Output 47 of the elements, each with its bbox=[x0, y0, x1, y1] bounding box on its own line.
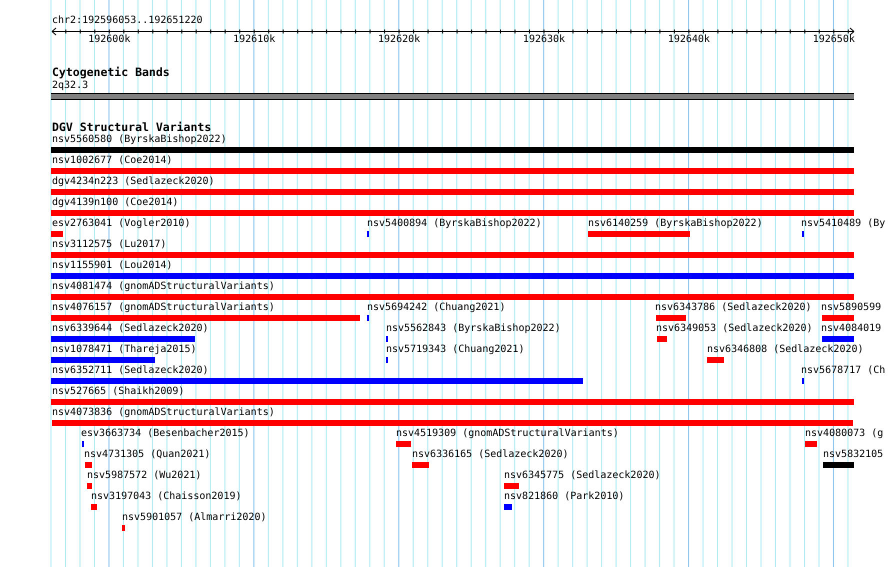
variant-label: nsv4080073 (g bbox=[805, 428, 884, 440]
variant-label: nsv4073836 (gnomADStructuralVariants) bbox=[52, 407, 275, 419]
variant-label: nsv821860 (Park2010) bbox=[504, 491, 624, 503]
tick-label: 192630k bbox=[522, 34, 566, 46]
variant-label: nsv4084019 bbox=[821, 323, 882, 335]
variant-label: nsv4081474 (gnomADStructuralVariants) bbox=[52, 281, 275, 293]
variant-label: nsv6140259 (ByrskaBishop2022) bbox=[588, 218, 763, 230]
variant-label: nsv5410489 (By bbox=[801, 218, 886, 230]
variant-label: nsv5678717 (Ch bbox=[801, 365, 886, 377]
tick-label: 192610k bbox=[233, 34, 276, 46]
coordinate-label: chr2:192596053..192651220 bbox=[52, 15, 203, 27]
variant-label: nsv6336165 (Sedlazeck2020) bbox=[412, 449, 569, 461]
variant-label: nsv4731305 (Quan2021) bbox=[84, 449, 210, 461]
variant-label: nsv5832105 bbox=[823, 449, 884, 461]
variant-label: nsv5901057 (Almarri2020) bbox=[122, 512, 266, 524]
variant-label: nsv5987572 (Wu2021) bbox=[87, 470, 202, 482]
variant-label: nsv5400894 (ByrskaBishop2022) bbox=[367, 218, 542, 230]
variant-label: nsv1078471 (Thareja2015) bbox=[52, 344, 196, 356]
track-title: DGV Structural Variants bbox=[52, 121, 212, 134]
variant-label: nsv6339644 (Sedlazeck2020) bbox=[52, 323, 209, 335]
variant-label: dgv4234n223 (Sedlazeck2020) bbox=[52, 176, 215, 188]
tick-label: 192620k bbox=[378, 34, 420, 46]
tick-label: 192650k bbox=[812, 34, 855, 46]
variant-label: nsv5719343 (Chuang2021) bbox=[386, 344, 524, 356]
variant-label: nsv5560580 (ByrskaBishop2022) bbox=[52, 134, 227, 146]
tick-label: 192600k bbox=[88, 34, 130, 46]
variant-label: nsv6349053 (Sedlazeck2020) bbox=[656, 323, 813, 335]
variant-label: nsv3112575 (Lu2017) bbox=[52, 239, 166, 251]
variant-label: nsv1155901 (Lou2014) bbox=[52, 260, 172, 272]
variant-label: nsv6345775 (Sedlazeck2020) bbox=[504, 470, 661, 482]
variant-label: nsv5890599 bbox=[821, 302, 882, 314]
variant-label: esv2763041 (Vogler2010) bbox=[52, 218, 190, 230]
variant-label: nsv6352711 (Sedlazeck2020) bbox=[52, 365, 209, 377]
tick-label: 192640k bbox=[668, 34, 710, 46]
variant-label: nsv6346808 (Sedlazeck2020) bbox=[707, 344, 864, 356]
track-title: Cytogenetic Bands bbox=[52, 66, 170, 79]
variant-label: nsv1002677 (Coe2014) bbox=[52, 155, 172, 167]
variant-label: esv3663734 (Besenbacher2015) bbox=[81, 428, 250, 440]
band-label: 2q32.3 bbox=[52, 80, 88, 92]
variant-label: nsv5562843 (ByrskaBishop2022) bbox=[386, 323, 561, 335]
variant-label: nsv3197043 (Chaisson2019) bbox=[91, 491, 242, 503]
variant-label: nsv4519309 (gnomADStructuralVariants) bbox=[396, 428, 619, 440]
variant-label: nsv5694242 (Chuang2021) bbox=[367, 302, 506, 314]
variant-label: nsv6343786 (Sedlazeck2020) bbox=[655, 302, 812, 314]
variant-label: nsv527665 (Shaikh2009) bbox=[52, 386, 184, 398]
variant-label: dgv4139n100 (Coe2014) bbox=[52, 197, 178, 209]
variant-label: nsv4076157 (gnomADStructuralVariants) bbox=[52, 302, 275, 314]
